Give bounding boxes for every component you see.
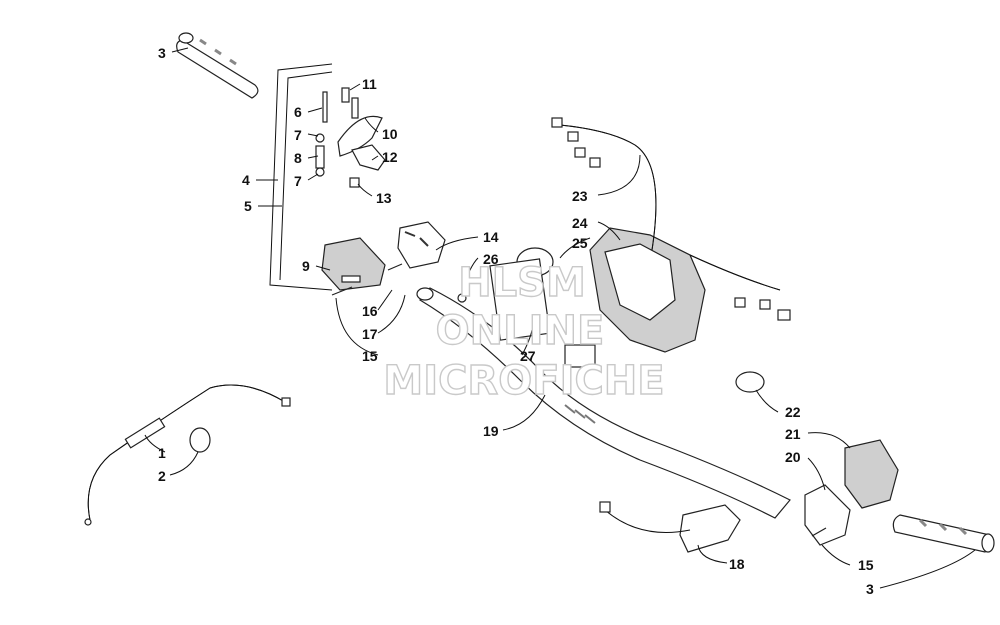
callout-11: 11 — [362, 76, 377, 92]
callout-15-left: 15 — [362, 348, 378, 364]
callout-12: 12 — [382, 149, 398, 165]
screws-left[interactable] — [331, 263, 403, 296]
callout-3-right: 3 — [866, 581, 874, 597]
callout-25: 25 — [572, 235, 588, 251]
callout-6: 6 — [294, 104, 302, 120]
callout-26: 26 — [483, 251, 499, 267]
callout-3-left: 3 — [158, 45, 166, 61]
watermark-line1: HLSM — [458, 260, 586, 306]
callout-5: 5 — [244, 198, 252, 214]
callout-21: 21 — [785, 426, 801, 442]
callout-18: 18 — [729, 556, 745, 572]
callout-22: 22 — [785, 404, 801, 420]
callout-14: 14 — [483, 229, 499, 245]
leader-lines — [144, 47, 976, 589]
watermark-line3: MICROFICHE — [383, 358, 664, 404]
callout-15-right: 15 — [858, 557, 874, 573]
throttle-lever-assembly[interactable] — [315, 87, 386, 188]
callout-13: 13 — [376, 190, 392, 206]
callout-8: 8 — [294, 150, 302, 166]
center-housing[interactable] — [457, 227, 706, 368]
callout-20: 20 — [785, 449, 801, 465]
callout-17: 17 — [362, 326, 378, 342]
callout-numbers: 3 6 7 8 7 11 10 12 13 4 5 9 14 26 16 17 … — [158, 45, 874, 597]
callout-7-upper: 7 — [294, 127, 302, 143]
watermark-line2: ONLINE — [436, 308, 605, 354]
right-switch-housing[interactable] — [735, 371, 899, 546]
callout-2: 2 — [158, 468, 166, 484]
callout-10: 10 — [382, 126, 398, 142]
callout-24: 24 — [572, 215, 588, 231]
callout-27: 27 — [520, 348, 536, 364]
throttle-cable[interactable] — [84, 384, 291, 526]
wiring-harness[interactable] — [551, 117, 791, 321]
right-grip[interactable] — [892, 514, 995, 553]
callout-7-lower: 7 — [294, 173, 302, 189]
handlebar[interactable] — [416, 287, 791, 519]
callout-19: 19 — [483, 423, 499, 439]
grip-heater-element[interactable] — [599, 501, 741, 553]
left-switch-housing[interactable] — [321, 221, 446, 291]
throttle-bracket-frame — [269, 63, 333, 291]
callout-1: 1 — [158, 445, 166, 461]
watermark: HLSM ONLINE MICROFICHE — [383, 259, 666, 404]
callout-4: 4 — [242, 172, 250, 188]
callout-9: 9 — [302, 258, 310, 274]
callout-16: 16 — [362, 303, 378, 319]
left-grip[interactable] — [176, 32, 259, 99]
callout-23: 23 — [572, 188, 588, 204]
